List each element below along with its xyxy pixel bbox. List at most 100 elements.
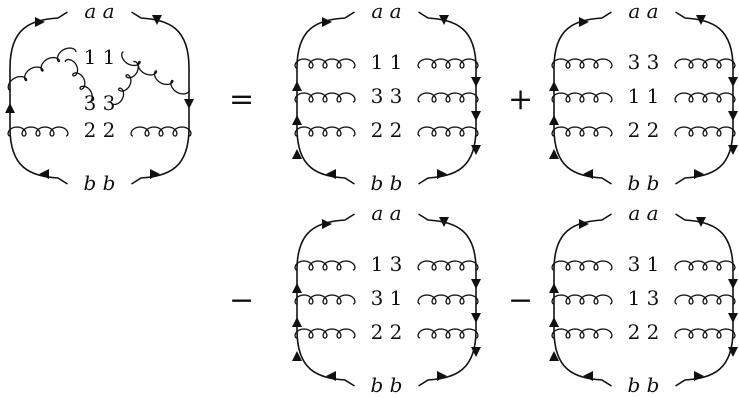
gluon-left-1 xyxy=(294,58,356,69)
arrow-left-side-2 xyxy=(549,317,559,327)
quark-line-top-left xyxy=(553,213,612,271)
quark-line-bottom-left xyxy=(9,127,68,185)
gluon-right-2 xyxy=(674,92,736,103)
arrow-bottom-left xyxy=(583,371,593,381)
quark-line-top-right xyxy=(418,11,477,69)
arrow-right-side-3 xyxy=(471,145,481,155)
gluon-color-label-1: 3 3 xyxy=(628,50,660,74)
gluon-left-3 xyxy=(7,126,69,137)
quark-line-bottom-right xyxy=(418,127,477,185)
equals-sign: = xyxy=(229,82,254,117)
gluon-color-label-1: 3 1 xyxy=(628,252,660,276)
gluon-color-label-3: 2 2 xyxy=(371,320,403,344)
gluon-right-1 xyxy=(674,260,736,271)
arrow-top-right xyxy=(439,15,449,25)
quark-line-bottom-left xyxy=(296,329,355,387)
gluon-right-2 xyxy=(674,294,736,305)
quark-line-bottom-left xyxy=(296,127,355,185)
quark-line-bottom-right xyxy=(675,329,734,387)
gluon-right-3 xyxy=(130,126,192,137)
diagram-t4: a ab b3 11 32 2 xyxy=(549,201,738,397)
arrow-bottom-left xyxy=(583,169,593,179)
arrow-top-right xyxy=(696,217,706,227)
arrow-right-side-1 xyxy=(471,279,481,289)
arrow-bottom-right xyxy=(150,169,160,179)
gluon-left-3 xyxy=(294,126,356,137)
gluon-color-label-2: 3 3 xyxy=(371,84,403,108)
arrow-right-side-3 xyxy=(471,347,481,357)
quark-line-top-right xyxy=(418,213,477,271)
arrow-left-side-1 xyxy=(549,283,559,293)
arrow-right-side-2 xyxy=(471,313,481,323)
arrow-right-side-2 xyxy=(728,111,738,121)
gluon-left-3 xyxy=(551,328,613,339)
quark-line-top-left xyxy=(296,213,355,271)
quark-line-bottom-right xyxy=(131,127,190,185)
top-color-label: a a xyxy=(84,0,114,23)
gluon-left-3 xyxy=(294,328,356,339)
arrow-right-side-1 xyxy=(728,279,738,289)
arrow-top-right xyxy=(152,15,162,25)
gluon-cross-right-down xyxy=(110,60,139,106)
arrow-right-side-3 xyxy=(728,347,738,357)
diagram-t1: a ab b1 13 32 2 xyxy=(292,0,481,195)
plus-sign: + xyxy=(508,82,533,117)
gluon-color-label-2: 1 1 xyxy=(628,84,660,108)
arrow-right-side-1 xyxy=(471,77,481,87)
gluon-color-label-1: 1 3 xyxy=(371,252,403,276)
arrow-bottom-right xyxy=(694,371,704,381)
quark-line-bottom-left xyxy=(553,329,612,387)
arrow-bottom-left xyxy=(326,371,336,381)
top-color-label: a a xyxy=(371,201,401,225)
diagram-lhs: a ab b1 13 32 2 xyxy=(5,0,194,195)
gluon-left-1 xyxy=(551,58,613,69)
gluon-left-2 xyxy=(551,294,613,305)
arrow-left-side-3 xyxy=(549,351,559,361)
arrow-left-side-1 xyxy=(549,81,559,91)
gluon-left-1 xyxy=(551,260,613,271)
quark-line-top-right xyxy=(131,11,190,69)
gluon-color-label-2: 3 3 xyxy=(84,91,116,115)
arrow-right-side-3 xyxy=(728,145,738,155)
arrow-left-side xyxy=(5,103,15,113)
bottom-color-label: b b xyxy=(628,171,660,195)
arrow-left-side-1 xyxy=(292,81,302,91)
gluon-left-1 xyxy=(294,260,356,271)
gluon-right-1 xyxy=(417,260,479,271)
gluon-right-3 xyxy=(674,328,736,339)
quark-line-bottom-right xyxy=(418,329,477,387)
gluon-color-label-2: 3 1 xyxy=(371,286,403,310)
gluon-left-2 xyxy=(294,92,356,103)
arrow-left-side-2 xyxy=(292,115,302,125)
gluon-left-2 xyxy=(551,92,613,103)
quark-line-top-right xyxy=(675,11,734,69)
gluon-right-1 xyxy=(674,58,736,69)
gluon-left-3 xyxy=(551,126,613,137)
gluon-cross-left-up xyxy=(7,47,77,91)
arrow-right-side-2 xyxy=(728,313,738,323)
gluon-color-label-3: 2 2 xyxy=(628,118,660,142)
gluon-color-label-3: 2 2 xyxy=(371,118,403,142)
diagram-t3: a ab b1 33 12 2 xyxy=(292,201,481,397)
top-color-label: a a xyxy=(628,0,658,23)
gluon-right-1 xyxy=(417,58,479,69)
quark-line-top-left xyxy=(296,11,355,69)
arrow-left-side-2 xyxy=(292,317,302,327)
bottom-color-label: b b xyxy=(628,373,660,397)
arrow-bottom-left xyxy=(326,169,336,179)
arrow-top-right xyxy=(696,15,706,25)
bottom-color-label: b b xyxy=(84,171,116,195)
gluon-right-3 xyxy=(417,328,479,339)
arrow-left-side-3 xyxy=(549,149,559,159)
arrow-top-left xyxy=(322,219,332,229)
arrow-left-side-1 xyxy=(292,283,302,293)
arrow-bottom-right xyxy=(437,371,447,381)
gluon-cross-right-up xyxy=(121,51,190,95)
quark-line-top-right xyxy=(675,213,734,271)
gluon-color-label-2: 1 3 xyxy=(628,286,660,310)
gluon-color-label-3: 2 2 xyxy=(628,320,660,344)
gluon-right-2 xyxy=(417,92,479,103)
quark-line-top-left xyxy=(9,11,68,69)
arrow-left-side-3 xyxy=(292,351,302,361)
